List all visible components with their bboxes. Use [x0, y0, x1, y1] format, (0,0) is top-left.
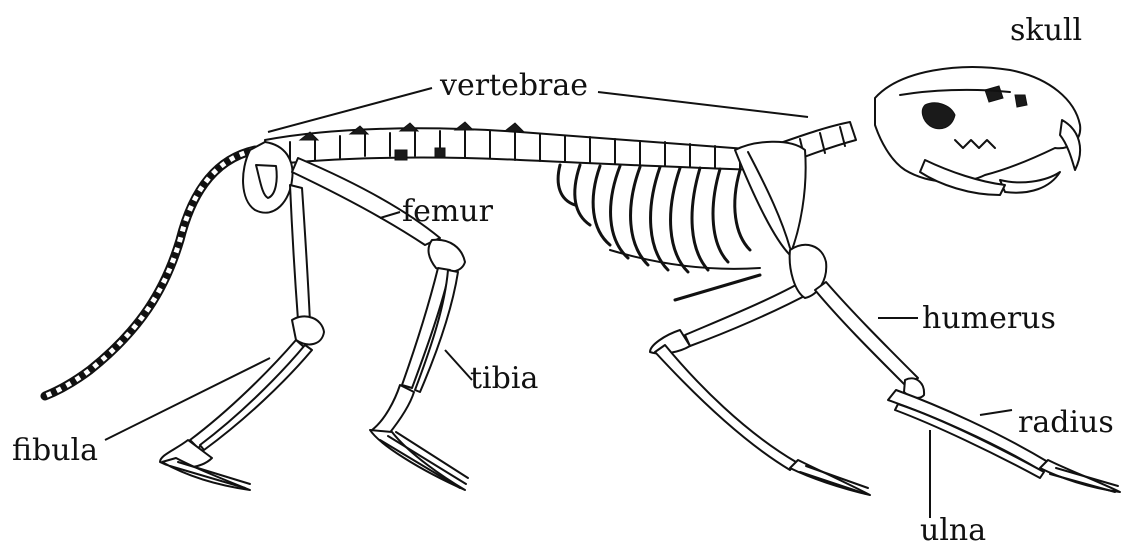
label-vertebrae: vertebrae — [439, 68, 588, 103]
vertebrae-leader-right — [598, 92, 808, 117]
fore-leg-near — [790, 245, 1120, 492]
scapula — [735, 142, 806, 255]
label-radius: radius — [1018, 405, 1114, 440]
tail-vertebrae — [45, 150, 255, 396]
ribcage — [558, 165, 760, 300]
label-femur: femur — [402, 194, 494, 229]
pelvis — [243, 142, 292, 213]
radius-leader — [980, 410, 1012, 415]
label-tibia: tibia — [470, 361, 538, 396]
label-skull: skull — [1010, 13, 1082, 48]
label-humerus: humerus — [922, 301, 1056, 336]
label-fibula: fibula — [12, 433, 98, 468]
skull-drawing — [875, 67, 1080, 195]
label-ulna: ulna — [920, 513, 986, 548]
skeleton-drawing — [45, 67, 1120, 495]
tibia-leader — [445, 350, 472, 380]
